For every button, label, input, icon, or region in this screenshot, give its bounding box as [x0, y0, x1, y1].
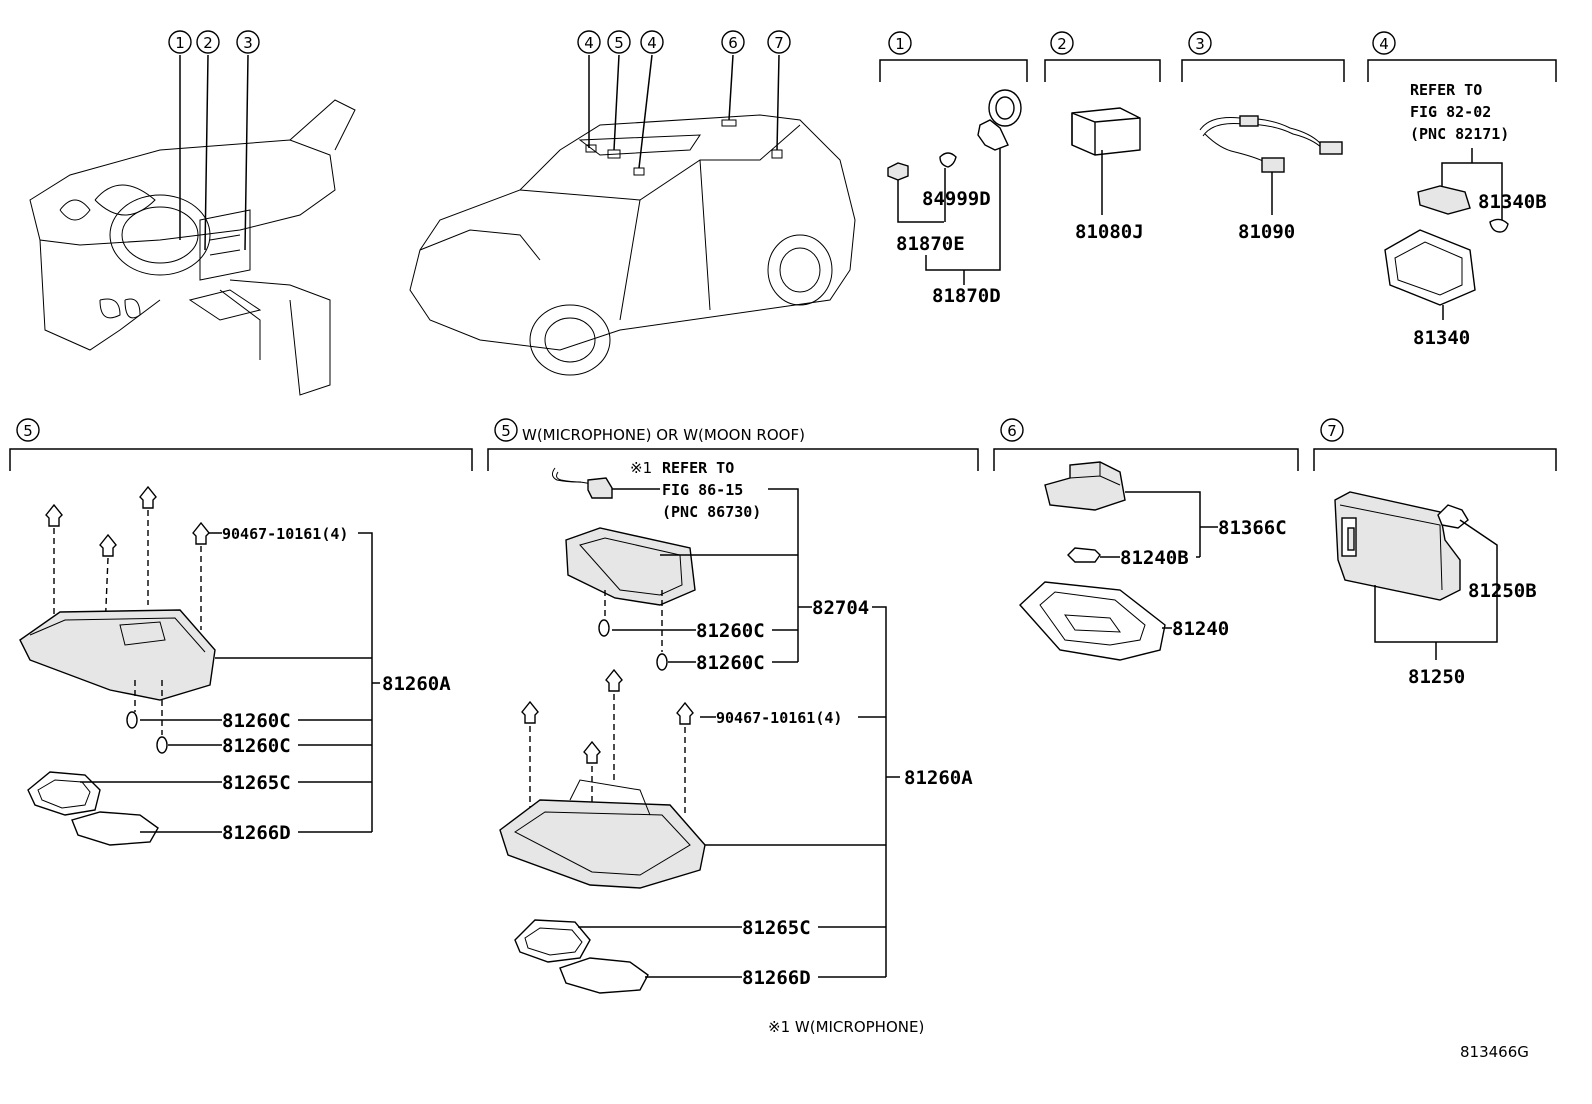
refer-4-line1: REFER TO [1410, 81, 1482, 99]
part-81240: 81240 [1172, 618, 1229, 640]
svg-text:6: 6 [728, 34, 738, 52]
part-81260A-left: 81260A [382, 673, 451, 695]
part-81090: 81090 [1238, 221, 1295, 243]
svg-text:5: 5 [614, 34, 624, 52]
section-5-title: W(MICROPHONE) OR W(MOON ROOF) [522, 426, 805, 444]
part-81250: 81250 [1408, 666, 1465, 688]
refer-4-line2: FIG 82-02 [1410, 103, 1491, 121]
section-5-standard: 5 9 [9, 418, 473, 846]
part-81366C: 81366C [1218, 517, 1287, 539]
part-81266D-left: 81266D [222, 822, 291, 844]
part-81340: 81340 [1413, 327, 1470, 349]
clips-center [521, 668, 694, 764]
part-81260C-left-1: 81260C [222, 710, 291, 732]
svg-text:3: 3 [243, 34, 253, 52]
part-81250B: 81250B [1468, 580, 1537, 602]
part-81265C-left: 81265C [222, 772, 291, 794]
section-6: 6 81366C 81240B 81240 [993, 418, 1299, 661]
callout-1a: 1 [168, 30, 192, 54]
section-5-microphone: 5 W(MICROPHONE) OR W(MOON ROOF) ※1 REFER… [487, 418, 979, 994]
svg-text:4: 4 [647, 34, 657, 52]
svg-text:5: 5 [23, 422, 33, 440]
part-82704: 82704 [812, 597, 869, 619]
svg-text:6: 6 [1007, 422, 1017, 440]
part-81260C-left-2: 81260C [222, 735, 291, 757]
part-81265C-center: 81265C [742, 917, 811, 939]
svg-text:4: 4 [584, 34, 594, 52]
footnote-microphone: ※1 W(MICROPHONE) [768, 1018, 924, 1036]
refer-5-line3: (PNC 86730) [662, 503, 761, 521]
part-81260C-center-2: 81260C [696, 652, 765, 674]
svg-text:5: 5 [501, 422, 511, 440]
callout-2a: 2 [196, 30, 220, 54]
part-81870E: 81870E [896, 233, 965, 255]
svg-text:4: 4 [1379, 35, 1389, 53]
section-3: 3 81090 [1181, 31, 1345, 243]
part-81080J: 81080J [1075, 221, 1144, 243]
refer-5-line1: REFER TO [662, 459, 734, 477]
callout-4b: 4 [640, 30, 664, 54]
dashboard-illustration [29, 99, 356, 396]
part-81340B: 81340B [1478, 191, 1547, 213]
section-7: 7 81250B 81250 [1313, 418, 1557, 688]
part-81870D: 81870D [932, 285, 1001, 307]
section-2: 2 81080J [1044, 31, 1161, 243]
svg-text:7: 7 [774, 34, 784, 52]
callout-5a: 5 [607, 30, 631, 54]
svg-text:1: 1 [175, 34, 185, 52]
refer-4-line3: (PNC 82171) [1410, 125, 1509, 143]
callout-4a: 4 [577, 30, 601, 54]
part-81266D-center: 81266D [742, 967, 811, 989]
callout-7a: 7 [767, 30, 791, 54]
part-84999D: 84999D [922, 188, 991, 210]
section-1: 1 84999D 81870E 81870D [879, 31, 1028, 307]
svg-text:2: 2 [1057, 35, 1067, 53]
svg-text:2: 2 [203, 34, 213, 52]
part-81260A-center: 81260A [904, 767, 973, 789]
section-4: 4 REFER TO FIG 82-02 (PNC 82171) 81340B … [1367, 31, 1557, 349]
part-81260C-center-1: 81260C [696, 620, 765, 642]
refer-5-line2: FIG 86-15 [662, 481, 743, 499]
refer-mark: ※1 [630, 459, 652, 477]
part-90467-10161-left: 90467-10161(4) [222, 525, 348, 543]
svg-text:3: 3 [1195, 35, 1205, 53]
section-1-number: 1 [895, 35, 905, 53]
part-81240B: 81240B [1120, 547, 1189, 569]
clips-left [45, 485, 210, 557]
svg-text:7: 7 [1327, 422, 1337, 440]
callout-6a: 6 [721, 30, 745, 54]
vehicle-illustration [409, 114, 856, 376]
diagram-id: 813466G [1460, 1043, 1529, 1061]
part-90467-10161-center: 90467-10161(4) [716, 709, 842, 727]
callout-3a: 3 [236, 30, 260, 54]
